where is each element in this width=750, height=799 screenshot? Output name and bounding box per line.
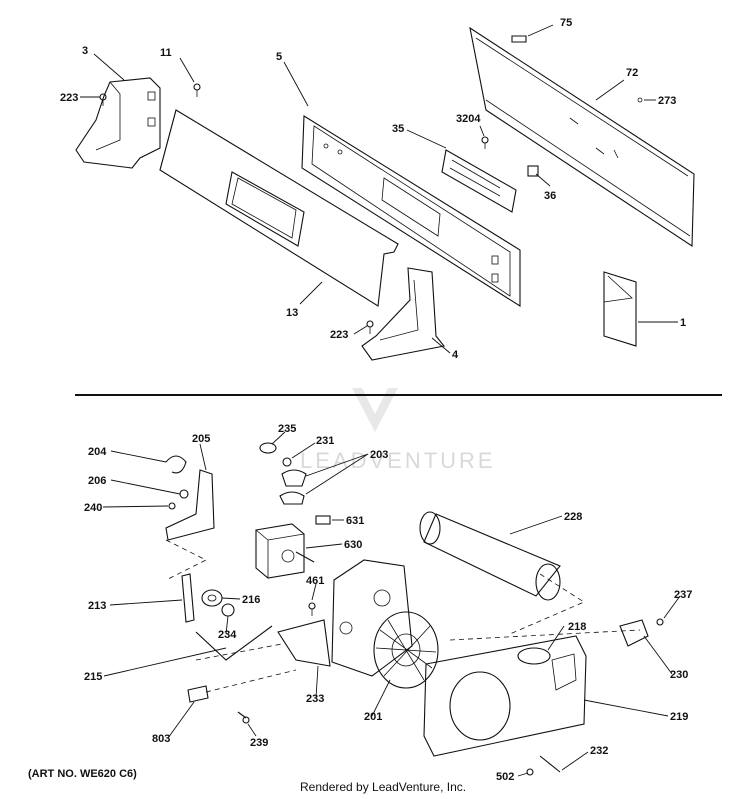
callout-218: 218 bbox=[568, 621, 586, 633]
callout-239: 239 bbox=[250, 737, 268, 749]
callout-13: 13 bbox=[286, 307, 298, 319]
callout-36: 36 bbox=[544, 190, 556, 202]
callout-223-top: 223 bbox=[60, 92, 78, 104]
part-75-screw bbox=[511, 35, 527, 43]
watermark-text: LEADVENTURE bbox=[300, 448, 496, 473]
callout-216: 216 bbox=[242, 594, 260, 606]
part-803-sensor bbox=[187, 685, 209, 703]
callout-631: 631 bbox=[346, 515, 364, 527]
part-1-literature bbox=[603, 271, 637, 347]
callout-4: 4 bbox=[452, 349, 459, 361]
callout-3204: 3204 bbox=[456, 113, 481, 125]
part-204-clip bbox=[165, 455, 187, 474]
callout-230: 230 bbox=[670, 669, 688, 681]
part-203-clamps bbox=[279, 469, 307, 505]
callout-233: 233 bbox=[306, 693, 324, 705]
callout-502: 502 bbox=[496, 771, 514, 783]
part-234-pulley bbox=[221, 603, 235, 617]
part-5-control-panel-frame bbox=[301, 115, 521, 307]
render-credit: Rendered by LeadVenture, Inc. bbox=[300, 780, 467, 794]
leader-lines bbox=[80, 24, 681, 777]
part-235-bushing bbox=[259, 442, 277, 454]
part-237-screw bbox=[656, 618, 664, 626]
part-201-blower-wheel bbox=[373, 611, 439, 689]
callout-215: 215 bbox=[84, 671, 102, 683]
part-3204-screw bbox=[481, 136, 489, 149]
part-216-idler-pulley bbox=[201, 589, 223, 607]
part-13-console-panel bbox=[159, 109, 399, 307]
assembly-guide-e bbox=[449, 629, 641, 641]
callout-206: 206 bbox=[88, 475, 106, 487]
callout-11: 11 bbox=[160, 47, 172, 59]
callout-1: 1 bbox=[680, 317, 686, 329]
part-239-fuse bbox=[237, 711, 250, 724]
part-228-duct bbox=[419, 511, 561, 601]
part-72-backsplash bbox=[469, 26, 695, 248]
part-630-motor bbox=[255, 523, 315, 579]
callout-461: 461 bbox=[306, 575, 324, 587]
part-273-plug bbox=[637, 97, 643, 103]
callout-803: 803 bbox=[152, 733, 170, 745]
callout-219: 219 bbox=[670, 711, 688, 723]
part-36-clip bbox=[527, 165, 539, 177]
callout-labels: 75 3 11 5 72 223 273 3204 35 36 13 1 223… bbox=[60, 17, 692, 783]
part-233-motor-mount bbox=[277, 619, 331, 667]
assembly-guide-a bbox=[165, 539, 207, 581]
callout-235: 235 bbox=[278, 423, 296, 435]
callout-237: 237 bbox=[674, 589, 692, 601]
assembly-guide-b bbox=[195, 643, 283, 661]
callout-72: 72 bbox=[626, 67, 638, 79]
part-502-screw bbox=[526, 768, 534, 776]
callout-228: 228 bbox=[564, 511, 582, 523]
part-230-thermostat bbox=[619, 619, 649, 647]
callout-240: 240 bbox=[84, 502, 102, 514]
art-number: (ART NO. WE620 C6) bbox=[28, 768, 137, 780]
part-3-endcap bbox=[75, 77, 161, 169]
callout-3: 3 bbox=[82, 45, 88, 57]
callout-223-bottom: 223 bbox=[330, 329, 348, 341]
part-631-block bbox=[315, 515, 331, 525]
part-205-bracket bbox=[165, 469, 215, 541]
callout-234: 234 bbox=[218, 629, 237, 641]
callout-35: 35 bbox=[392, 123, 404, 135]
part-4-endcap bbox=[361, 267, 445, 361]
leadventure-watermark: LEADVENTURE bbox=[300, 388, 496, 473]
callout-231: 231 bbox=[316, 435, 334, 447]
part-35-control-board bbox=[441, 149, 517, 213]
part-213-belt-arm bbox=[181, 573, 195, 623]
callout-203: 203 bbox=[370, 449, 388, 461]
part-218-seal bbox=[517, 647, 551, 665]
part-232-screw bbox=[539, 755, 561, 773]
part-223-screw-bottom bbox=[366, 320, 374, 334]
part-219-blower-housing bbox=[423, 635, 587, 757]
part-240-screw bbox=[168, 502, 176, 510]
part-231-screw bbox=[282, 457, 292, 467]
part-11-screw bbox=[193, 83, 201, 97]
callout-273: 273 bbox=[658, 95, 676, 107]
callout-213: 213 bbox=[88, 600, 106, 612]
callout-201: 201 bbox=[364, 711, 382, 723]
callout-5: 5 bbox=[276, 51, 282, 63]
callout-630: 630 bbox=[344, 539, 362, 551]
callout-205: 205 bbox=[192, 433, 210, 445]
assembly-guide-c bbox=[205, 669, 297, 693]
callout-75: 75 bbox=[560, 17, 572, 29]
part-215-idler-spring bbox=[195, 625, 273, 661]
part-461-screw bbox=[308, 602, 316, 616]
part-206-fastener bbox=[179, 489, 189, 499]
callout-232: 232 bbox=[590, 745, 608, 757]
callout-204: 204 bbox=[88, 446, 107, 458]
